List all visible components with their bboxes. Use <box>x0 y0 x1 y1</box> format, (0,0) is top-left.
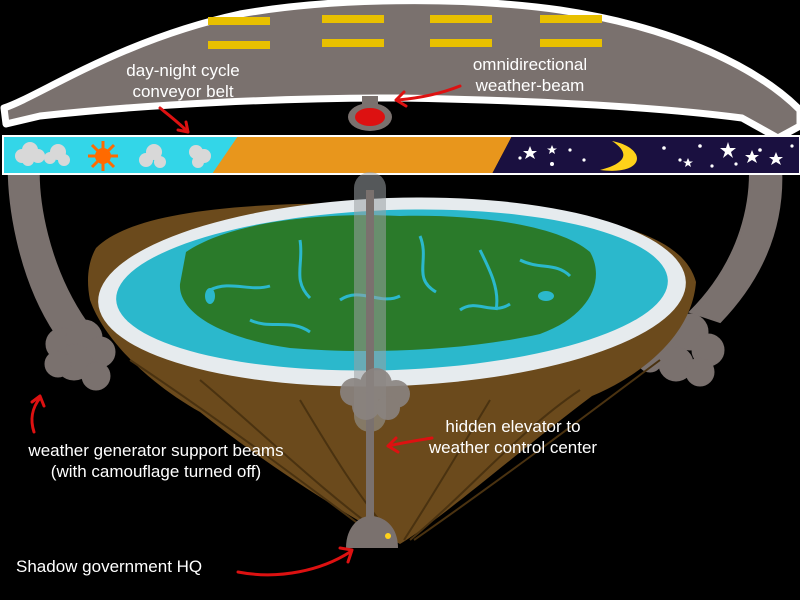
arrow-hq <box>236 546 354 577</box>
label-line: Shadow government HQ <box>16 557 203 576</box>
hidden-elevator-shaft <box>340 172 410 530</box>
label-hidden-elevator: hidden elevator to weather control cente… <box>408 416 618 458</box>
label-line: (with camouflage turned off) <box>50 462 262 481</box>
label-line: omnidirectional <box>472 55 588 74</box>
belt-dusk-section <box>212 136 512 174</box>
weather-beam-emitter-icon <box>348 96 392 131</box>
left-beam-foot <box>44 319 116 391</box>
star-icon <box>518 142 794 168</box>
arrow-weatherbeam <box>394 84 462 108</box>
weather-generator-dome <box>0 0 800 142</box>
continents <box>179 215 596 352</box>
label-line: weather-beam <box>475 76 585 95</box>
cloud-icon <box>139 144 166 168</box>
arrow-elevator <box>386 436 434 454</box>
sun-icon <box>88 141 118 171</box>
cloud-icon <box>189 145 211 168</box>
label-support-beams: weather generator support beams (with ca… <box>0 440 312 482</box>
arrow-daynight <box>158 106 190 134</box>
shadow-government-hq <box>346 516 398 548</box>
hq-light-icon <box>385 533 391 539</box>
label-line: weather control center <box>428 438 598 457</box>
cloud-icon <box>15 142 45 166</box>
label-line: weather generator support beams <box>28 441 284 460</box>
support-beams <box>7 138 783 391</box>
label-line: hidden elevator to <box>445 417 581 436</box>
label-weather-beam: omnidirectional weather-beam <box>440 54 620 96</box>
cloud-icon <box>44 144 70 166</box>
label-shadow-government-hq: Shadow government HQ <box>16 556 240 577</box>
day-night-conveyor-belt <box>2 135 800 175</box>
annotation-arrows <box>30 84 462 577</box>
moon-icon <box>600 141 637 171</box>
label-line: day-night cycle <box>126 61 240 80</box>
label-day-night-belt: day-night cycle conveyor belt <box>108 60 258 102</box>
belt-night-section <box>492 136 800 174</box>
right-beam-foot <box>637 313 725 387</box>
dome-window-lights <box>208 15 602 49</box>
arrow-support <box>30 394 46 434</box>
label-line: conveyor belt <box>132 82 234 101</box>
